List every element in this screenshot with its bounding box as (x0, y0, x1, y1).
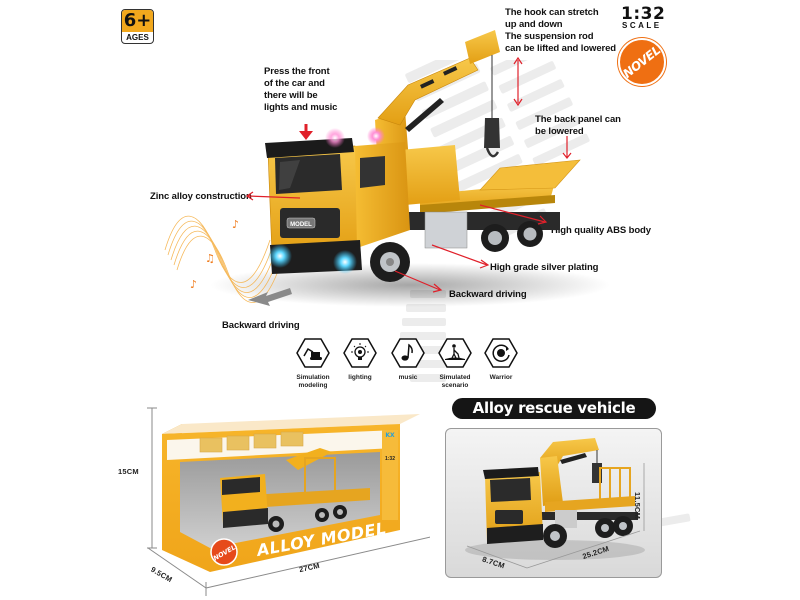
feature-warrior: Warrior (476, 338, 526, 382)
feature-label: music (398, 374, 418, 381)
package-brand: KX (385, 432, 395, 439)
age-label: AGES (126, 33, 149, 42)
feature-label: Warrior (489, 374, 513, 381)
feature-label: Simulation (296, 374, 330, 381)
rotate-circle-icon (484, 338, 518, 368)
press-front-line: lights and music (264, 102, 338, 113)
press-front-line: of the car and (264, 78, 325, 89)
feature-label: scenario (441, 382, 469, 389)
hook-callout-line: can be lifted and lowered (505, 43, 616, 54)
backward-arrow-icon (248, 288, 292, 306)
scale-ratio: 1:32 (621, 4, 666, 24)
abs-body-callout: High quality ABS body (551, 225, 651, 236)
svg-text:♪: ♪ (232, 218, 239, 231)
svg-text:♫: ♫ (205, 252, 215, 265)
grille-model-text: MODEL (290, 222, 312, 228)
light-bulb-icon (343, 338, 377, 368)
age-number: 6+ (122, 10, 153, 32)
package-height-label: 15CM (118, 467, 139, 476)
main-truck-illustration: ♪ ♫ ♪ ♫ MODEL (164, 30, 610, 307)
press-front-line: Press the front (264, 66, 330, 77)
back-panel-line: be lowered (535, 126, 584, 137)
product-height-label: 11.5CM (633, 492, 642, 520)
backward-driving-left-callout: Backward driving (222, 320, 300, 331)
product-title-pill: Alloy rescue vehicle (452, 398, 656, 419)
product-photo-truck (465, 438, 645, 569)
silver-plating-callout: High grade silver plating (490, 262, 599, 273)
hook-callout-line: The hook can stretch (505, 7, 599, 18)
back-panel-line: The back panel can (535, 114, 621, 125)
feature-label: lighting (348, 374, 372, 381)
svg-text:♪: ♪ (190, 278, 197, 291)
age-badge: 6+ AGES (121, 9, 154, 44)
hook-callout-line: The suspension rod (505, 31, 594, 42)
package-box-illustration: KX 1:32 NOVEL ALLOY MODEL (147, 407, 430, 596)
press-front-line: there will be (264, 90, 318, 101)
feature-music: music (383, 338, 433, 382)
package-scale: 1:32 (385, 456, 395, 462)
back-panel-callout: The back panel can be lowered (535, 114, 621, 138)
excavator-icon (296, 338, 330, 368)
feature-label: Simulated (439, 374, 471, 381)
callout-arrows (245, 56, 572, 293)
novel-badge: NOVEL (618, 38, 666, 86)
hook-callout: The hook can stretch up and down The sus… (505, 7, 616, 55)
feature-label: modeling (298, 382, 328, 389)
hook-callout-line: up and down (505, 19, 563, 30)
feature-lighting: lighting (335, 338, 385, 382)
press-front-callout: Press the front of the car and there wil… (264, 66, 337, 114)
worker-scene-icon (438, 338, 472, 368)
zinc-alloy-callout: Zinc alloy construction (150, 191, 252, 202)
scale-label: SCALE (622, 21, 662, 30)
music-note-icon (391, 338, 425, 368)
